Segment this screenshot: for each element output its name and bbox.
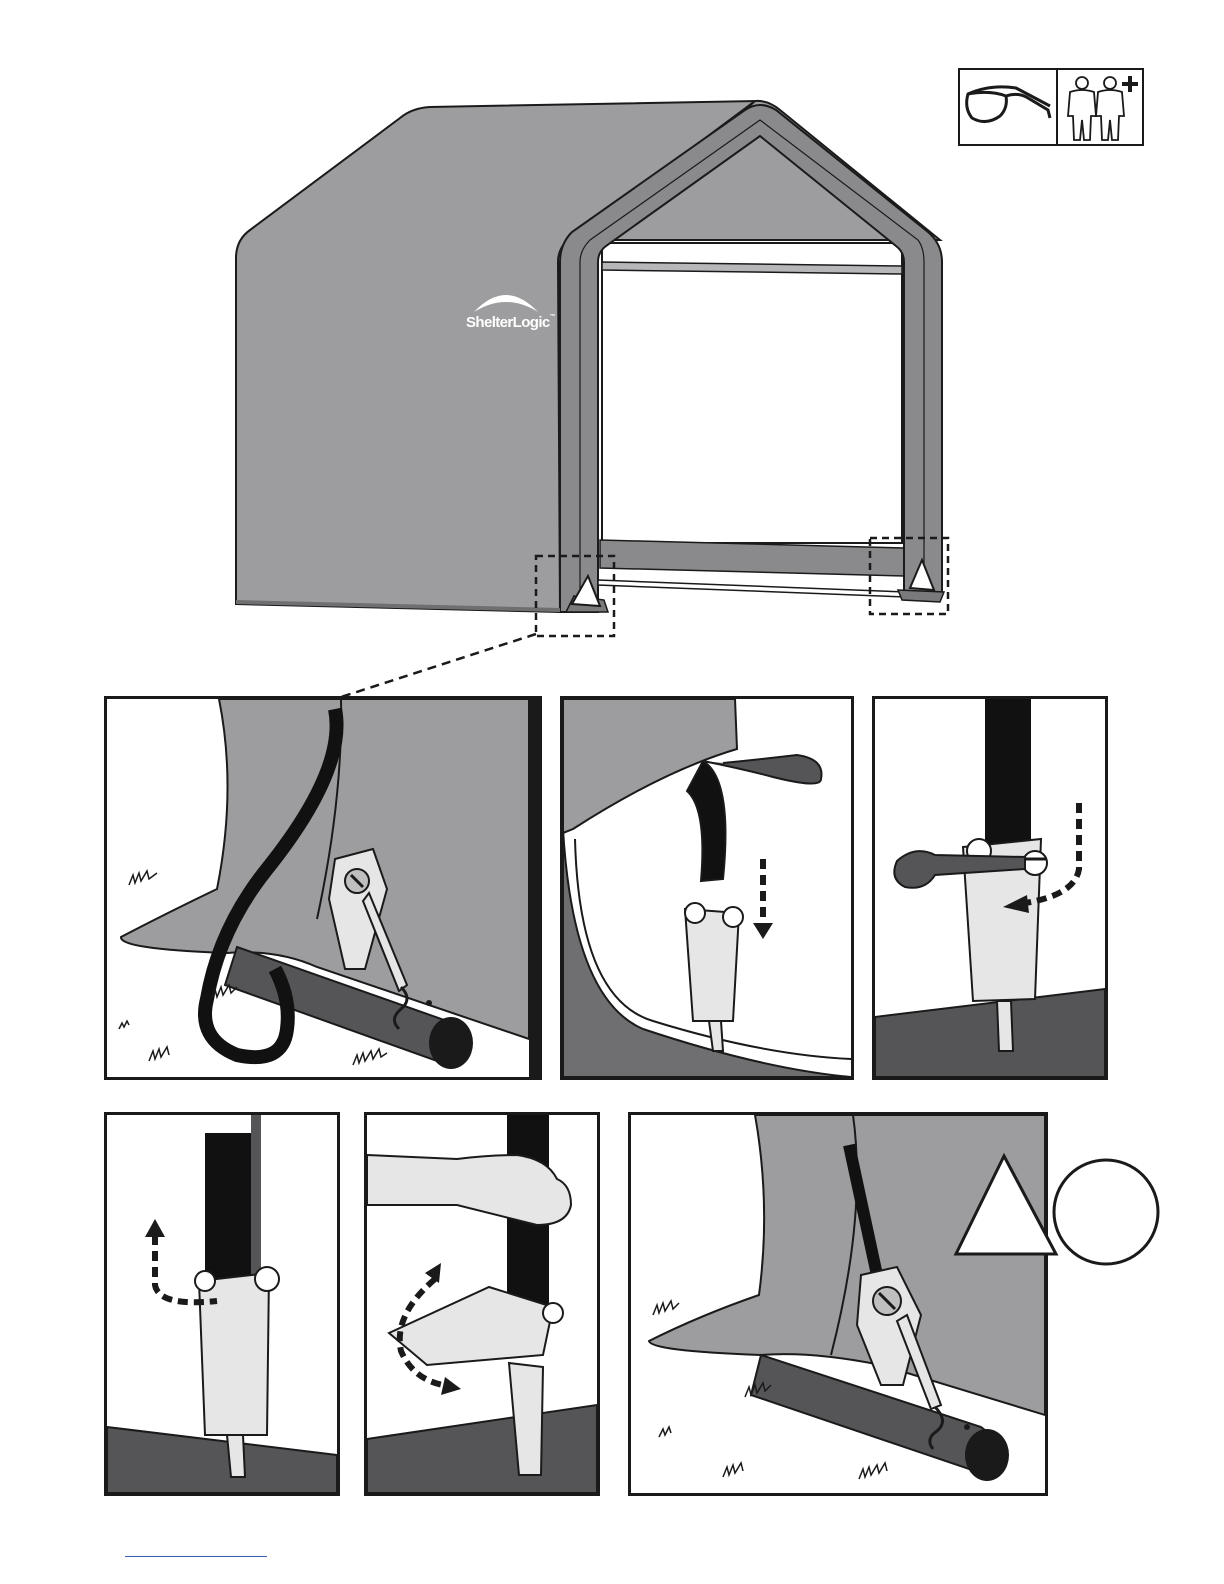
strap-thread-through-arrow-icon: [875, 699, 1105, 1077]
brand-logo: ShelterLogic™: [466, 314, 555, 331]
step-1-panel: [104, 696, 542, 1080]
step-4-panel: [104, 1112, 340, 1496]
brand-logo-text: ShelterLogic: [466, 314, 550, 331]
strap-feed-down-arrow-icon: [563, 699, 851, 1077]
ratchet-crank-arrow-icon: [367, 1115, 597, 1493]
ratchet-hooked-to-pipe-icon: [107, 699, 539, 1077]
step-5-panel: [364, 1112, 600, 1496]
shelter-illustration: [0, 0, 1224, 700]
warning-triangle-icon: [952, 1150, 1062, 1260]
strap-pull-up-arrow-icon: [107, 1115, 337, 1493]
info-circle-icon: [1050, 1156, 1162, 1268]
step-3-panel: [872, 696, 1108, 1080]
brand-logo-mark: ™: [550, 314, 555, 320]
footer-rule: [125, 1556, 267, 1557]
step-2-panel: [560, 696, 854, 1080]
